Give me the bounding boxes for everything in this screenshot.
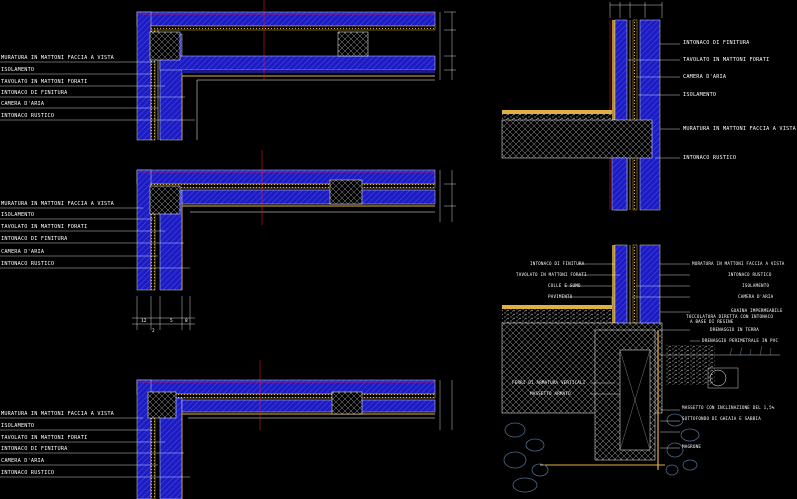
- label-su-intonaco-finitura: INTONACO DI FINITURA: [683, 40, 750, 46]
- label-top-intonaco-finitura: INTONACO DI FINITURA: [1, 90, 68, 96]
- label-su-intonaco-rustico: INTONACO RUSTICO: [683, 155, 737, 161]
- label-sl-sottofondo: SOTTOFONDO DI GHIAIA E SABBIA: [682, 416, 761, 421]
- label-mid-intonaco-rustico: INTONACO RUSTICO: [1, 261, 55, 267]
- label-sl-toccolatura: TOCCOLATURA DIRETTA CON INTONACO: [686, 314, 774, 319]
- label-sl-colle: COLLE E SUMO: [548, 283, 581, 288]
- label-sl-isolamento: ISOLAMENTO: [742, 283, 770, 288]
- label-sl-drenaggio-terra: DRENAGGIO IN TERRA: [710, 327, 759, 332]
- label-mid-intonaco-finitura: INTONACO DI FINITURA: [1, 236, 68, 242]
- label-mid-muratura: MURATURA IN MATTONI FACCIA A VISTA: [1, 201, 114, 207]
- label-bottom-intonaco-rustico: INTONACO RUSTICO: [1, 470, 55, 476]
- label-sl-camera-aria: CAMERA D'ARIA: [738, 294, 774, 299]
- label-sl-pavimento: PAVIMENTO: [548, 294, 573, 299]
- label-top-camera-aria: CAMERA D'ARIA: [1, 101, 45, 107]
- label-top-isolamento: ISOLAMENTO: [1, 67, 35, 73]
- dim-2: 2: [152, 328, 155, 334]
- label-su-tavolato: TAVOLATO IN MATTONI FORATI: [683, 57, 770, 63]
- section-lower: [501, 244, 780, 493]
- label-su-camera-aria: CAMERA D'ARIA: [683, 74, 727, 80]
- section-upper: [501, 2, 680, 211]
- label-bottom-muratura: MURATURA IN MATTONI FACCIA A VISTA: [1, 411, 114, 417]
- label-mid-tavolato: TAVOLATO IN MATTONI FORATI: [1, 224, 88, 230]
- corner-detail-bottom: [0, 360, 453, 499]
- dim-5: 5: [170, 318, 173, 324]
- label-sl-massetto-incl: MASSETTO CON INCLINAZIONE DEL 1,5%: [682, 405, 775, 410]
- dim-12: 12: [141, 318, 147, 324]
- label-mid-camera-aria: CAMERA D'ARIA: [1, 249, 45, 255]
- label-bottom-camera-aria: CAMERA D'ARIA: [1, 458, 45, 464]
- corner-detail-mid: [0, 150, 456, 330]
- label-sl-intonaco-rustico: INTONACO RUSTICO: [728, 272, 772, 277]
- label-top-intonaco-rustico: INTONACO RUSTICO: [1, 113, 55, 119]
- label-top-tavolato: TAVOLATO IN MATTONI FORATI: [1, 79, 88, 85]
- corner-detail-top: [0, 0, 456, 141]
- label-mid-isolamento: ISOLAMENTO: [1, 212, 35, 218]
- label-sl-ferri: FERRI DI ARMATURA VERTICALI: [512, 380, 586, 385]
- label-sl-guaina: GUAINA IMPERMEABILE: [731, 308, 783, 313]
- label-top-muratura: MURATURA IN MATTONI FACCIA A VISTA: [1, 55, 114, 61]
- label-bottom-isolamento: ISOLAMENTO: [1, 423, 35, 429]
- dim-8: 8: [185, 318, 188, 324]
- label-sl-magrone: MAGRONE: [682, 444, 702, 449]
- label-sl-massetto-armato: MASSETTO ARMATO: [530, 391, 571, 396]
- label-su-isolamento: ISOLAMENTO: [683, 92, 717, 98]
- label-su-muratura: MURATURA IN MATTONI FACCIA A VISTA: [683, 126, 796, 132]
- label-sl-tavolato: TAVOLATO IN MATTONI FORATI: [516, 272, 587, 277]
- label-bottom-tavolato: TAVOLATO IN MATTONI FORATI: [1, 435, 88, 441]
- label-sl-muratura: MURATURA IN MATTONI FACCIA A VISTA: [692, 261, 785, 266]
- label-bottom-intonaco-finitura: INTONACO DI FINITURA: [1, 446, 68, 452]
- label-sl-drenaggio-pvc: DRENAGGIO PERIMETRALE IN PVC: [702, 338, 779, 343]
- label-sl-intonaco-finitura: INTONACO DI FINITURA: [530, 261, 585, 266]
- label-sl-resine: A BASE DI RESINE: [690, 319, 734, 324]
